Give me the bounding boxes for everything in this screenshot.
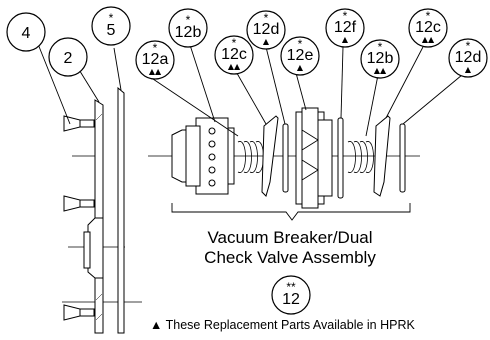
check-module-12e <box>295 107 333 209</box>
valve-body-12a <box>171 117 235 195</box>
callout-label: 12b <box>175 24 202 41</box>
callout-star: * <box>466 39 471 53</box>
disc-12c-right <box>373 115 391 197</box>
callout-circle <box>360 39 400 79</box>
callout-circle <box>325 8 365 48</box>
gasket-part-5 <box>117 86 125 334</box>
callout-circle <box>246 10 286 50</box>
callout-circle <box>271 275 311 315</box>
callout-star: * <box>264 11 269 25</box>
callout-label: 12c <box>221 46 247 63</box>
callout-2: 2 <box>48 37 88 77</box>
spring-12b-right <box>347 141 374 173</box>
callout-circle <box>408 8 448 48</box>
callout-star: * <box>426 9 431 23</box>
oring-12d-left <box>282 123 289 193</box>
callout-label: 12d <box>455 49 482 66</box>
callout-star: * <box>378 40 383 54</box>
oring-12d-right <box>399 123 406 193</box>
screw-part-4 <box>63 115 95 321</box>
callout-circle <box>280 36 320 76</box>
callout-12d: *12d▲ <box>246 10 286 50</box>
plate-part-2 <box>83 99 104 334</box>
footnote-text: These Replacement Parts Available in HPR… <box>165 318 415 332</box>
assembly-caption: Vacuum Breaker/Dual Check Valve Assembly <box>160 228 420 268</box>
callout-label: 12d <box>253 21 280 38</box>
callout-12f: *12f▲ <box>325 8 365 48</box>
triangle-marker-icon: ▲ <box>150 318 163 332</box>
callout-triangle-icon: ▲▲ <box>149 67 162 76</box>
callout-12c: *12c▲▲ <box>408 8 448 48</box>
callout-circle <box>168 8 208 48</box>
callout-triangle-icon: ▲ <box>342 35 349 44</box>
callout-star: * <box>153 41 158 55</box>
callout-circle <box>135 40 175 80</box>
callout-4: 4 <box>6 12 46 52</box>
assembly-caption-line2: Check Valve Assembly <box>204 248 376 267</box>
callout-triangle-icon: ▲▲ <box>422 35 435 44</box>
callout-label: 12a <box>142 51 169 68</box>
callout-label: 12f <box>334 19 357 36</box>
callout-triangle-icon: ▲▲ <box>228 62 241 71</box>
callout-triangle-icon: ▲▲ <box>374 66 387 75</box>
callout-bubbles: 42*5*12b*12a▲▲*12c▲▲*12d▲*12e▲*12f▲*12b▲… <box>6 6 488 315</box>
callout-circle <box>91 6 131 46</box>
callout-12c: *12c▲▲ <box>214 35 254 75</box>
spring-12b-left <box>237 141 264 173</box>
callout-star: * <box>186 13 191 27</box>
callout-star: * <box>109 11 114 25</box>
callout-5: *5 <box>91 6 131 46</box>
callout-label: 12 <box>282 291 300 308</box>
oring-12f <box>337 117 344 199</box>
leader-lines <box>37 43 463 137</box>
callout-12a: *12a▲▲ <box>135 40 175 80</box>
disc-12c-left <box>261 115 279 197</box>
assembly-caption-line1: Vacuum Breaker/Dual <box>207 228 373 247</box>
callout-triangle-icon: ▲ <box>465 65 472 74</box>
assembly-bracket <box>171 203 411 221</box>
callout-label: 12b <box>367 50 394 67</box>
callout-star: ** <box>286 280 296 294</box>
callout-star: * <box>343 9 348 23</box>
callout-triangle-icon: ▲ <box>297 63 304 72</box>
callout-circle <box>48 37 88 77</box>
callout-circle <box>448 38 488 78</box>
callout-label: 2 <box>64 50 73 67</box>
callout-12b: *12b▲▲ <box>360 39 400 79</box>
callout-circle <box>6 12 46 52</box>
callout-star: * <box>298 37 303 51</box>
callout-12b: *12b <box>168 8 208 48</box>
callout-12d: *12d▲ <box>448 38 488 78</box>
footnote: ▲ These Replacement Parts Available in H… <box>150 318 490 332</box>
callout-circle <box>214 35 254 75</box>
callout-label: 4 <box>22 25 31 42</box>
callout-triangle-icon: ▲ <box>263 37 270 46</box>
callout-label: 5 <box>107 22 116 39</box>
callout-star: * <box>232 36 237 50</box>
callout-12e: *12e▲ <box>280 36 320 76</box>
callout-label: 12c <box>415 19 441 36</box>
callout-label: 12e <box>287 47 314 64</box>
callout-12: **12 <box>271 275 311 315</box>
